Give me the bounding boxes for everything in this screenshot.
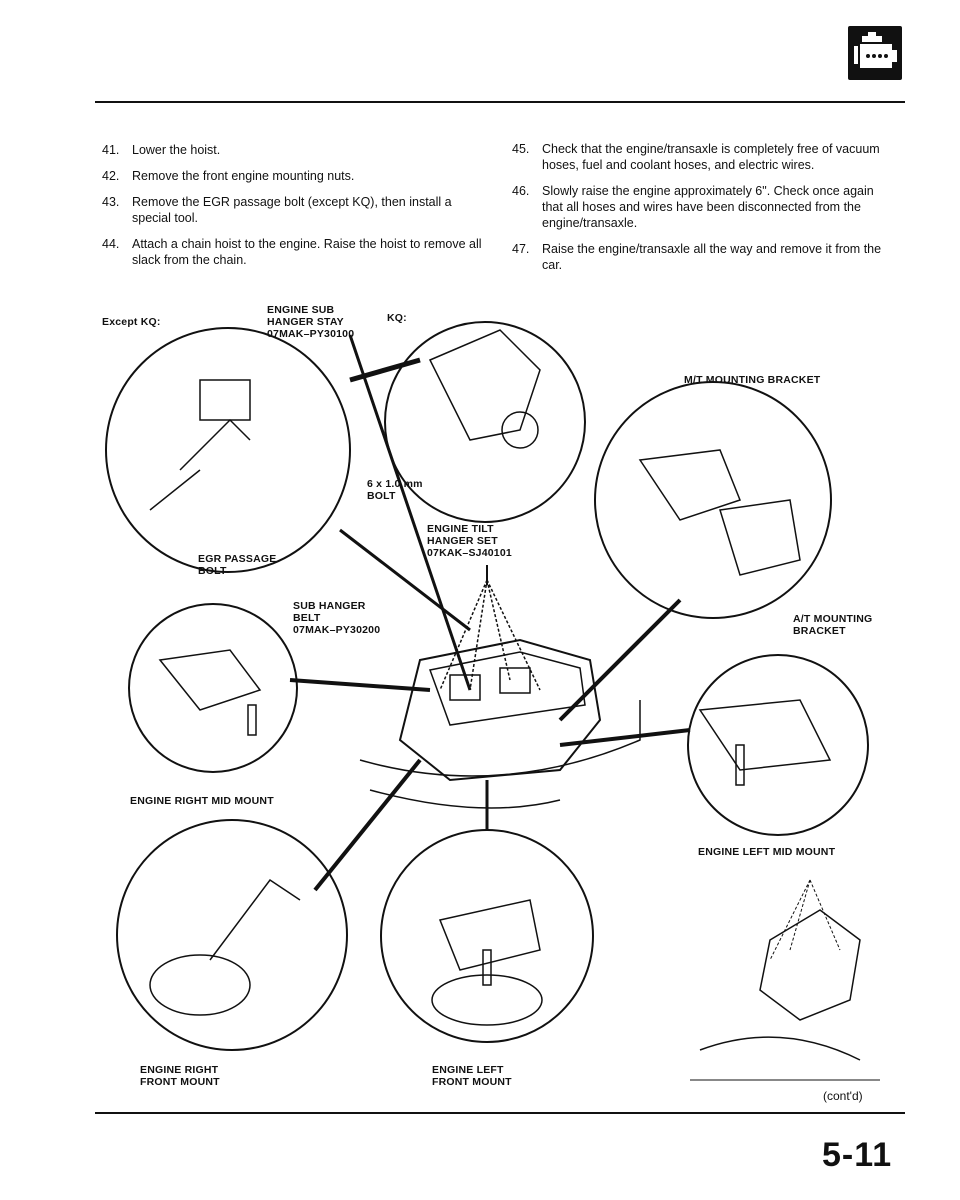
step-text: Slowly raise the engine approximately 6"…	[542, 184, 874, 230]
egr-passage-bolt-label: EGR PASSAGE BOLT	[198, 553, 277, 577]
sub-hanger-belt-label: SUB HANGER BELT 07MAK–PY30200	[293, 600, 381, 636]
step-46: 46. Slowly raise the engine approximatel…	[512, 183, 892, 231]
tilt-hanger-set-label: ENGINE TILT HANGER SET 07KAK–SJ40101	[427, 523, 512, 559]
top-rule	[95, 101, 905, 103]
step-number: 47.	[512, 242, 530, 256]
step-number: 42.	[102, 169, 120, 183]
at-mounting-bracket-label: A/T MOUNTING BRACKET	[793, 613, 873, 637]
step-text: Remove the EGR passage bolt (except KQ),…	[132, 195, 452, 225]
step-text: Raise the engine/transaxle all the way a…	[542, 242, 882, 272]
steps-left: 41. Lower the hoist. 42. Remove the fron…	[102, 142, 482, 278]
steps-right: 45. Check that the engine/transaxle is c…	[512, 141, 892, 283]
step-text: Check that the engine/transaxle is compl…	[542, 142, 880, 172]
right-mid-mount-label: ENGINE RIGHT MID MOUNT	[130, 795, 274, 807]
step-42: 42. Remove the front engine mounting nut…	[102, 168, 482, 184]
step-43: 43. Remove the EGR passage bolt (except …	[102, 194, 482, 226]
bottom-rule	[95, 1112, 905, 1114]
kq-label: KQ:	[387, 312, 407, 324]
left-mid-mount-label: ENGINE LEFT MID MOUNT	[698, 846, 836, 858]
detail-left-front-mount	[380, 829, 594, 1043]
detail-right-front-mount	[116, 819, 348, 1051]
step-number: 43.	[102, 195, 120, 209]
mt-mounting-bracket-label: M/T MOUNTING BRACKET	[684, 374, 821, 386]
detail-kq-stay	[384, 321, 586, 523]
step-41: 41. Lower the hoist.	[102, 142, 482, 158]
left-front-mount-label: ENGINE LEFT FRONT MOUNT	[432, 1064, 512, 1088]
step-number: 44.	[102, 237, 120, 251]
step-text: Lower the hoist.	[132, 143, 221, 157]
step-44: 44. Attach a chain hoist to the engine. …	[102, 236, 482, 268]
step-47: 47. Raise the engine/transaxle all the w…	[512, 241, 892, 273]
engine-section-icon	[848, 26, 902, 80]
sub-hanger-stay-label: ENGINE SUB HANGER STAY 07MAK–PY30100	[267, 304, 355, 340]
continued-note: (cont'd)	[823, 1089, 863, 1103]
detail-right-mid-mount	[128, 603, 298, 773]
step-number: 46.	[512, 184, 530, 198]
step-text: Remove the front engine mounting nuts.	[132, 169, 355, 183]
except-kq-label: Except KQ:	[102, 316, 161, 328]
step-number: 41.	[102, 143, 120, 157]
step-text: Attach a chain hoist to the engine. Rais…	[132, 237, 482, 267]
detail-mounting-brackets	[594, 381, 832, 619]
page-number: 5-11	[822, 1136, 893, 1174]
detail-left-mid-mount	[687, 654, 869, 836]
step-number: 45.	[512, 142, 530, 156]
step-45: 45. Check that the engine/transaxle is c…	[512, 141, 892, 173]
detail-egr-bolt	[105, 327, 351, 573]
bolt-size-label: 6 x 1.0 mm BOLT	[367, 478, 423, 502]
right-front-mount-label: ENGINE RIGHT FRONT MOUNT	[140, 1064, 220, 1088]
